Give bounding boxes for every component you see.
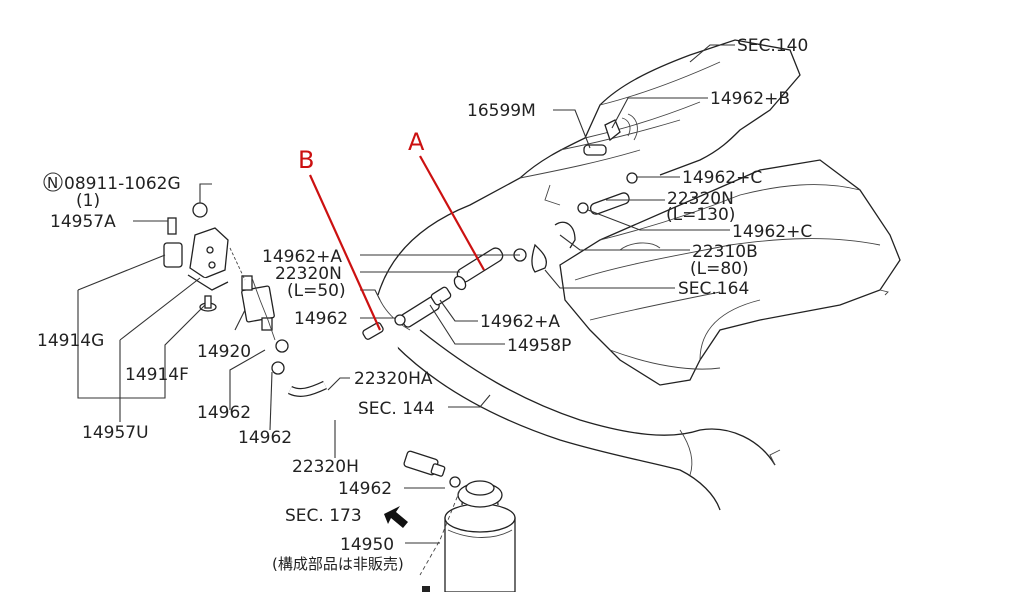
label-sec173: SEC. 173 bbox=[285, 506, 362, 526]
label-16599m: 16599M bbox=[467, 101, 536, 121]
label-sec140: SEC.140 bbox=[737, 36, 808, 56]
n-symbol-text: N bbox=[47, 174, 58, 192]
label-14920: 14920 bbox=[197, 342, 251, 362]
sec173-arrow-icon bbox=[384, 506, 408, 528]
label-08911: 08911-1062G bbox=[64, 174, 181, 194]
label-14962c-2: 14962+C bbox=[732, 222, 812, 242]
label-l80: (L=80) bbox=[690, 259, 749, 279]
bracket-group bbox=[163, 202, 289, 375]
part-labels: SEC.140 14962+B 16599M 14962+C 22320N (L… bbox=[37, 36, 812, 573]
label-14957a: 14957A bbox=[50, 212, 116, 232]
callout-b-label: B bbox=[298, 146, 314, 174]
label-14914g: 14914G bbox=[37, 331, 104, 351]
label-qty1: (1) bbox=[76, 191, 100, 211]
label-14962-can: 14962 bbox=[338, 479, 392, 499]
label-14958p: 14958P bbox=[507, 336, 571, 356]
callout-a: A bbox=[408, 128, 485, 271]
label-22320ha: 22320HA bbox=[354, 369, 433, 389]
label-14962-l2: 14962 bbox=[238, 428, 292, 448]
label-14962a-1: 14962+A bbox=[262, 247, 342, 267]
hose-assembly bbox=[287, 113, 661, 477]
n-symbol-icon bbox=[43, 172, 63, 192]
label-14962c-1: 14962+C bbox=[682, 168, 762, 188]
label-14962a-2: 14962+A bbox=[480, 312, 560, 332]
label-14950: 14950 bbox=[340, 535, 394, 555]
label-sec144: SEC. 144 bbox=[358, 399, 435, 419]
label-14914f: 14914F bbox=[125, 365, 189, 385]
label-sec164: SEC.164 bbox=[678, 279, 749, 299]
label-22310b: 22310B bbox=[692, 242, 758, 262]
label-l50: (L=50) bbox=[287, 281, 346, 301]
label-14962-l1: 14962 bbox=[197, 403, 251, 423]
label-l130: (L=130) bbox=[666, 205, 735, 225]
label-14962-top: 14962 bbox=[294, 309, 348, 329]
label-note-jp: (構成部品は非販売) bbox=[272, 555, 404, 573]
label-22320h: 22320H bbox=[292, 457, 359, 477]
label-14962b: 14962+B bbox=[710, 89, 790, 109]
callout-b: B bbox=[298, 146, 382, 331]
engine-outline bbox=[377, 39, 901, 511]
label-22320n-2: 22320N bbox=[275, 264, 342, 284]
label-22320n-1: 22320N bbox=[667, 189, 734, 209]
leader-lines bbox=[77, 44, 735, 544]
label-14957u: 14957U bbox=[82, 423, 149, 443]
callout-a-label: A bbox=[408, 128, 425, 156]
canister bbox=[419, 476, 516, 592]
